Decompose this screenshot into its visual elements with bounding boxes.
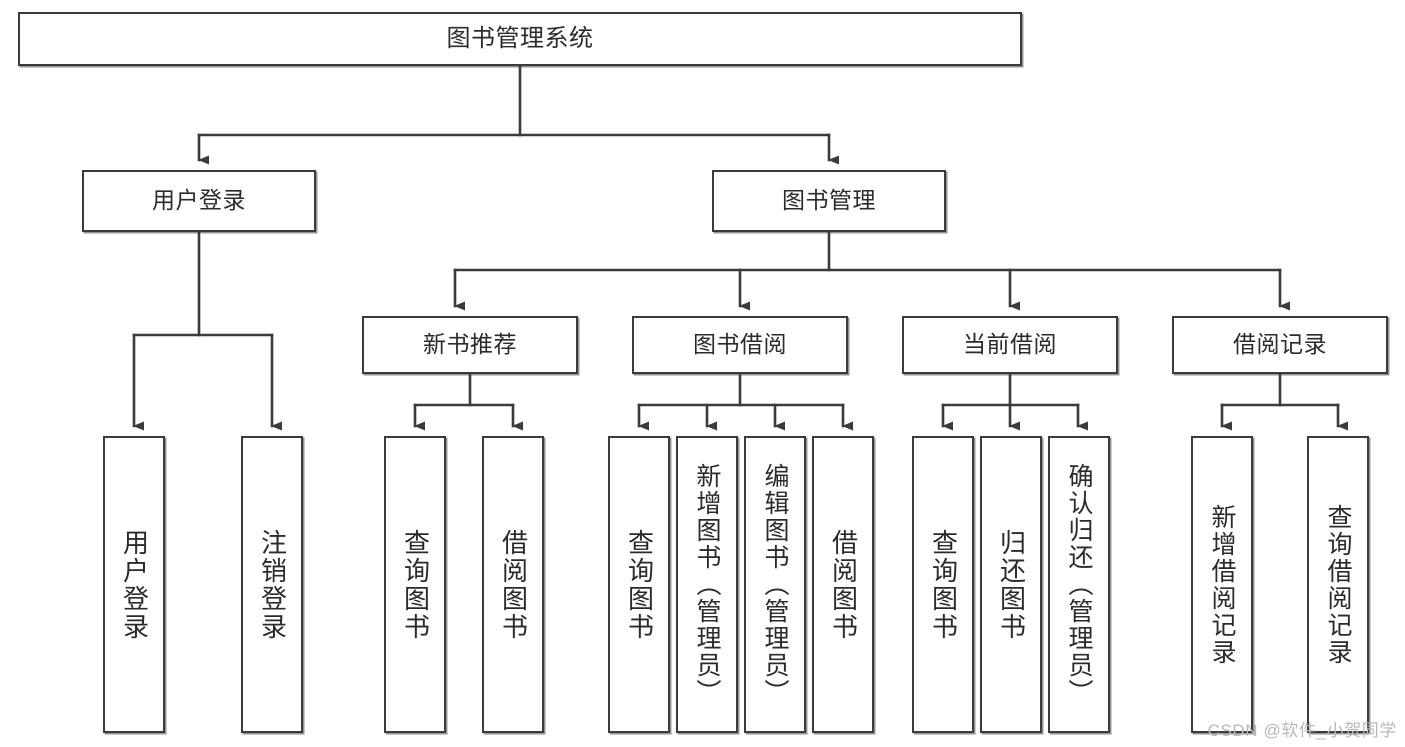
node-new-book-recommend-label: 新书推荐: [423, 331, 517, 358]
leaf-logout[interactable]: 注销登录: [241, 436, 303, 733]
leaf-return-book[interactable]: 归还图书: [980, 436, 1042, 733]
node-current-borrow[interactable]: 当前借阅: [902, 316, 1118, 374]
leaf-return-book-label: 归还图书: [996, 528, 1027, 641]
node-root[interactable]: 图书管理系统: [18, 12, 1022, 66]
leaf-add-record[interactable]: 新增借阅记录: [1191, 436, 1253, 733]
node-book-manage[interactable]: 图书管理: [712, 170, 946, 232]
leaf-borrow-book-2[interactable]: 借阅图书: [812, 436, 874, 733]
leaf-borrow-book-1-label: 借阅图书: [498, 528, 529, 641]
leaf-user-login[interactable]: 用户登录: [103, 436, 165, 733]
leaf-edit-book-label: 编辑图书（管理员）: [761, 463, 789, 706]
leaf-user-login-label: 用户登录: [119, 528, 150, 641]
leaf-borrow-book-2-label: 借阅图书: [828, 528, 859, 641]
node-user-login-label: 用户登录: [152, 187, 246, 214]
leaf-query-record-label: 查询借阅记录: [1324, 503, 1352, 666]
leaf-query-book-1[interactable]: 查询图书: [384, 436, 446, 733]
node-book-manage-label: 图书管理: [782, 187, 876, 214]
csdn-watermark: CSDN @软件_小贺同学: [1207, 721, 1397, 740]
leaf-add-record-label: 新增借阅记录: [1208, 503, 1236, 666]
leaf-query-record[interactable]: 查询借阅记录: [1307, 436, 1369, 733]
leaf-edit-book[interactable]: 编辑图书（管理员）: [744, 436, 806, 733]
node-book-borrow[interactable]: 图书借阅: [632, 316, 848, 374]
leaf-query-book-3[interactable]: 查询图书: [912, 436, 974, 733]
leaf-query-book-2-label: 查询图书: [624, 528, 655, 641]
node-borrow-record[interactable]: 借阅记录: [1172, 316, 1388, 374]
node-book-borrow-label: 图书借阅: [693, 331, 787, 358]
leaf-add-book[interactable]: 新增图书（管理员）: [676, 436, 738, 733]
node-current-borrow-label: 当前借阅: [963, 331, 1057, 358]
leaf-confirm-return[interactable]: 确认归还（管理员）: [1048, 436, 1110, 733]
leaf-query-book-3-label: 查询图书: [928, 528, 959, 641]
node-user-login[interactable]: 用户登录: [82, 170, 316, 232]
leaf-confirm-return-label: 确认归还（管理员）: [1065, 463, 1093, 706]
leaf-query-book-1-label: 查询图书: [400, 528, 431, 641]
leaf-borrow-book-1[interactable]: 借阅图书: [482, 436, 544, 733]
node-root-label: 图书管理系统: [446, 24, 594, 52]
node-borrow-record-label: 借阅记录: [1233, 331, 1327, 358]
node-new-book-recommend[interactable]: 新书推荐: [362, 316, 578, 374]
leaf-query-book-2[interactable]: 查询图书: [608, 436, 670, 733]
leaf-add-book-label: 新增图书（管理员）: [693, 463, 721, 706]
leaf-logout-label: 注销登录: [257, 528, 288, 641]
